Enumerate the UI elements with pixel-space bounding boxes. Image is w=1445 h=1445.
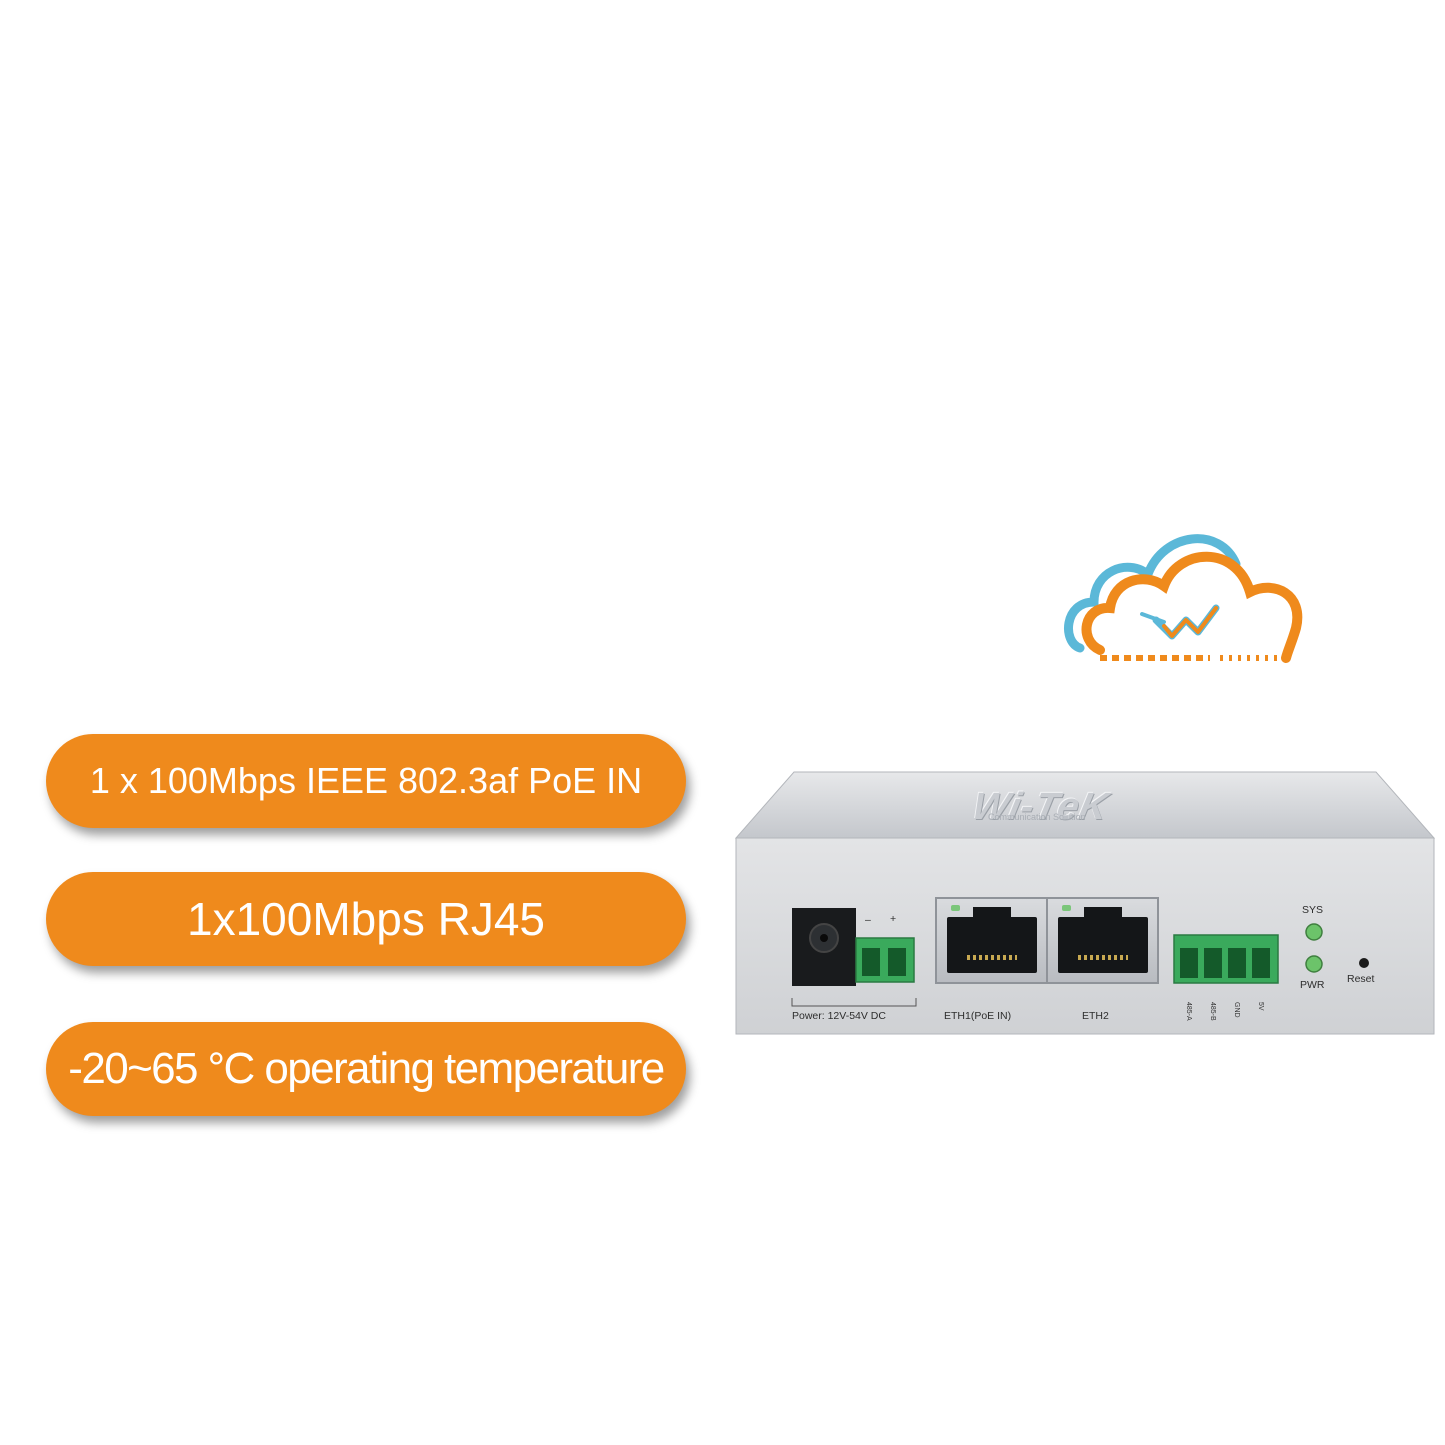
eth1-socket [947, 917, 1037, 973]
power-label: Power: 12V-54V DC [792, 1010, 886, 1022]
eth1-port[interactable] [935, 897, 1048, 984]
pwr-led-label: PWR [1300, 979, 1325, 991]
feature-pill-temperature: -20~65 °C operating temperature [46, 1022, 686, 1116]
feature-label: -20~65 °C operating temperature [68, 1044, 665, 1093]
feature-pill-rj45: 1x100Mbps RJ45 [46, 872, 686, 966]
eth2-label: ETH2 [1082, 1010, 1109, 1022]
eth2-socket [1058, 917, 1148, 973]
device-front-panel: Wi-TeK Communication Solution – + Power:… [730, 770, 1440, 1038]
eth1-link-led [951, 905, 960, 911]
brand-logo: Wi-TeK [968, 786, 1113, 828]
terminal-plus-label: + [890, 913, 897, 925]
feature-pill-poe: 1 x 100Mbps IEEE 802.3af PoE IN [46, 734, 686, 828]
rs485-pin-label: 485-A [1185, 1002, 1192, 1021]
rs485-pin-label: 5V [1257, 1002, 1264, 1011]
terminal-minus-label: – [865, 914, 871, 926]
eth2-link-led [1062, 905, 1071, 911]
reset-label: Reset [1347, 973, 1375, 985]
feature-label: 1 x 100Mbps IEEE 802.3af PoE IN [89, 760, 643, 801]
eth1-label: ETH1(PoE IN) [944, 1010, 1012, 1022]
cloud-logo-icon [1064, 534, 1303, 663]
feature-label: 1x100Mbps RJ45 [187, 893, 545, 945]
rs485-pin-label: 485-B [1209, 1002, 1216, 1021]
sys-led-label: SYS [1302, 904, 1324, 916]
rs485-pin-label: GND [1233, 1002, 1240, 1018]
eth2-port[interactable] [1046, 897, 1159, 984]
brand-tagline: Communication Solution [988, 812, 1086, 822]
